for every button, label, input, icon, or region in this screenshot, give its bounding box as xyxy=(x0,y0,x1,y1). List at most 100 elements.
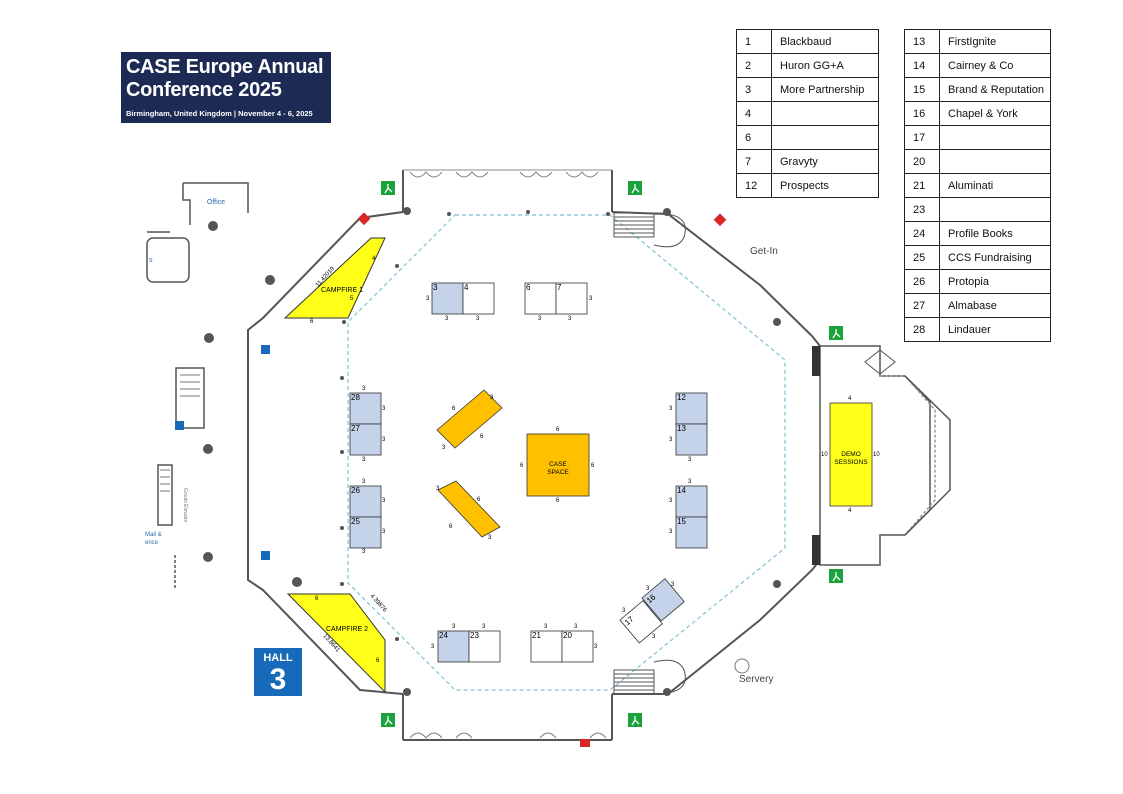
booth-number-label: 6 xyxy=(526,283,531,292)
booth-24[interactable] xyxy=(437,630,470,663)
exit-icon xyxy=(628,181,642,195)
booth-number-label: 3 xyxy=(433,283,438,292)
booth-number-label: 12 xyxy=(677,393,686,402)
exit-icon xyxy=(381,181,395,195)
booth-dimension: 3 xyxy=(445,316,449,322)
left-s-label: s xyxy=(149,257,153,264)
booth-number-label: 27 xyxy=(351,424,360,433)
booth-dimension: 3 xyxy=(362,479,366,485)
legend-exhibitor-name: Aluminati xyxy=(939,173,1051,198)
case-space-label-1: CASE xyxy=(549,461,567,468)
case-space-dim: 6 xyxy=(591,463,595,469)
seating-block-upper xyxy=(436,389,503,449)
booth-dimension: 3 xyxy=(452,624,456,630)
campfire-1-label: CAMPFIRE 1 xyxy=(321,287,363,294)
booth-dimension: 3 xyxy=(544,624,548,630)
legend-booth-number: 28 xyxy=(904,317,940,342)
legend-exhibitor-name: Prospects xyxy=(771,173,879,198)
booth-dimension: 3 xyxy=(594,644,598,650)
booth-20[interactable] xyxy=(561,630,594,663)
booth-7[interactable] xyxy=(555,282,588,315)
booth-4[interactable] xyxy=(462,282,495,315)
legend-exhibitor-name xyxy=(771,125,879,150)
booth-dimension: 3 xyxy=(652,634,656,640)
demo-label-2: SESSIONS xyxy=(834,459,868,466)
campfire-2-dim-side: 4.39876 xyxy=(369,593,388,614)
case-space-dim: 6 xyxy=(556,498,560,504)
hall-number: 3 xyxy=(269,663,287,696)
booth-number-label: 7 xyxy=(557,283,562,292)
legend-exhibitor-name xyxy=(939,149,1051,174)
event-subtitle: Birmingham, United Kingdom | November 4 … xyxy=(126,109,313,118)
booth-27[interactable] xyxy=(349,423,382,456)
booth-26[interactable] xyxy=(349,485,382,518)
demo-sessions-area xyxy=(829,402,873,507)
booth-dimension: 3 xyxy=(362,457,366,463)
seating-dim: 6 xyxy=(480,434,484,440)
booth-dimension: 3 xyxy=(538,316,542,322)
booth-dimension: 3 xyxy=(482,624,486,630)
left-ence-label: ence xyxy=(145,540,159,546)
campfire-2-dim-a: 6 xyxy=(315,596,319,602)
north-doors xyxy=(409,171,607,739)
booth-number-label: 20 xyxy=(563,631,572,640)
lift-icon xyxy=(261,551,270,560)
campfire-1-dim-b: 5 xyxy=(350,296,354,302)
demo-dim: 4 xyxy=(848,508,852,514)
legend-exhibitor-name: Gravyty xyxy=(771,149,879,174)
booth-dimension: 3 xyxy=(362,386,366,392)
event-title-line1: CASE Europe Annual xyxy=(126,56,324,78)
wall-west xyxy=(247,211,404,695)
exit-icon xyxy=(381,713,395,727)
demo-label-1: DEMO xyxy=(841,451,861,458)
seating-dim: 6 xyxy=(477,497,481,503)
legend-exhibitor-name: Blackbaud xyxy=(771,29,879,54)
booth-number-label: 13 xyxy=(677,424,686,433)
booth-number-label: 21 xyxy=(532,631,541,640)
office-label: Office xyxy=(207,199,225,206)
booth-21[interactable] xyxy=(530,630,563,663)
booth-28[interactable] xyxy=(349,392,382,425)
legend-exhibitor-name xyxy=(939,125,1051,150)
stairs-east xyxy=(613,212,686,695)
booth-dimension: 3 xyxy=(622,608,626,614)
wall-northeast xyxy=(611,211,821,347)
booth-dimension: 3 xyxy=(382,406,386,412)
servery-door-icon xyxy=(734,658,750,674)
legend-booth-number: 12 xyxy=(736,173,772,198)
booth-dimension: 3 xyxy=(382,529,386,535)
case-space-label-2: SPACE xyxy=(547,469,569,476)
booth-dimension: 3 xyxy=(669,406,673,412)
legend-row: 4 xyxy=(736,101,879,126)
booth-25[interactable] xyxy=(349,516,382,549)
legend-exhibitor-name: Chapel & York xyxy=(939,101,1051,126)
booth-dimension: 3 xyxy=(574,624,578,630)
booth-6[interactable] xyxy=(524,282,557,315)
exit-icon xyxy=(628,713,642,727)
exit-icon xyxy=(829,326,843,340)
booth-dimension: 3 xyxy=(688,479,692,485)
legend-exhibitor-name: Profile Books xyxy=(939,221,1051,246)
demo-dim: 4 xyxy=(848,396,852,402)
booth-3[interactable] xyxy=(431,282,464,315)
booth-dimension: 3 xyxy=(431,644,435,650)
booth-17[interactable] xyxy=(619,600,663,644)
seating-dim: 3 xyxy=(490,395,494,401)
booth-23[interactable] xyxy=(468,630,501,663)
booth-16[interactable] xyxy=(641,578,685,622)
legend-booth-number: 6 xyxy=(736,125,772,150)
hall-label: HALL xyxy=(263,652,293,664)
lift-icons xyxy=(175,345,270,560)
booth-13[interactable] xyxy=(675,423,708,456)
booth-15[interactable] xyxy=(675,516,708,549)
lift-icon xyxy=(175,421,184,430)
booth-dimension: 3 xyxy=(669,529,673,535)
demo-dim: 10 xyxy=(821,452,828,458)
